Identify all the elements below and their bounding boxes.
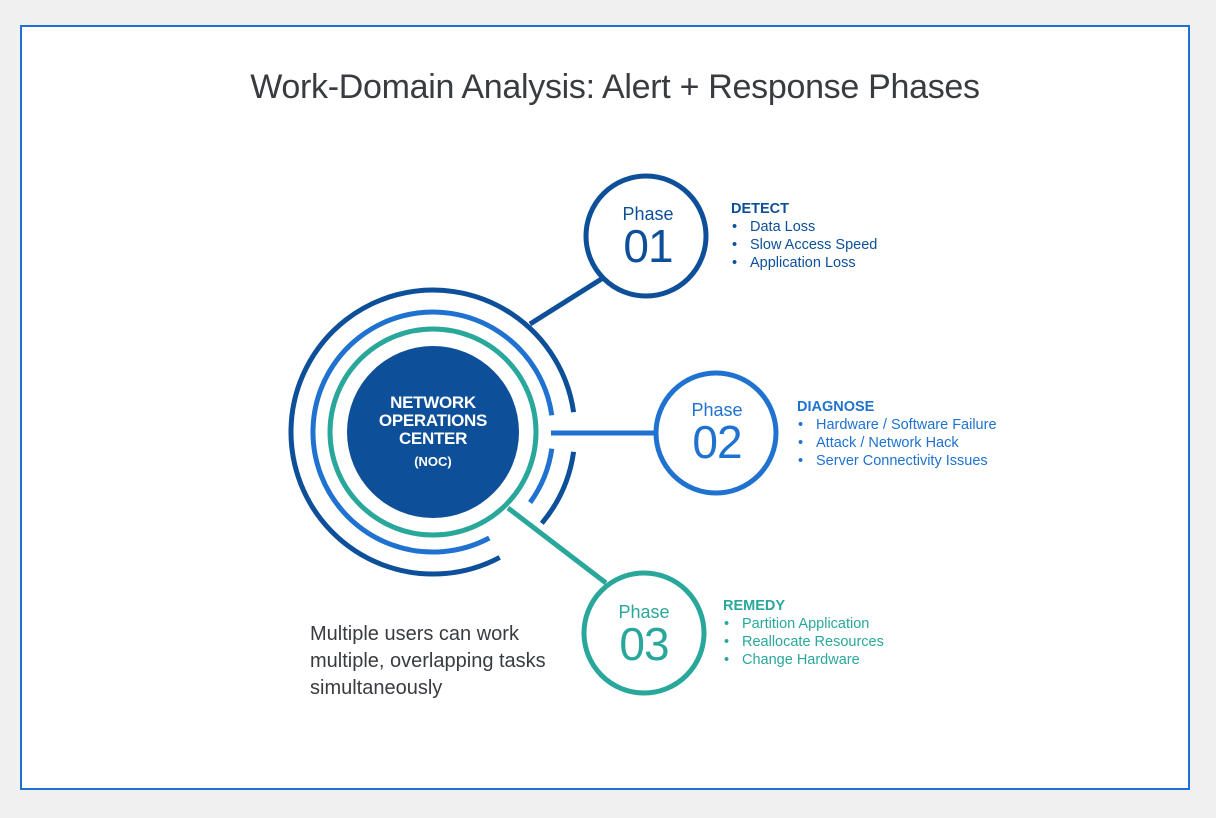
phase-01-number: 01 (623, 220, 673, 272)
phase-02-word: Phase (691, 400, 743, 420)
noc-center-disc (347, 346, 519, 518)
noc-abbreviation: (NOC) (414, 454, 452, 469)
phase-02-heading: DIAGNOSE (797, 399, 875, 415)
outer-ring-segment (539, 451, 577, 525)
phase-03-item: Change Hardware (723, 651, 884, 669)
noc-line-3: CENTER (398, 429, 468, 448)
phase-02-item: Hardware / Software Failure (797, 416, 997, 434)
phase-02-circle (653, 370, 779, 496)
middle-ring (310, 309, 555, 555)
phase-03-heading: REMEDY (723, 598, 786, 614)
phase-01-label: Phase 01 (588, 205, 708, 269)
diagram-title: Work-Domain Analysis: Alert + Response P… (250, 68, 980, 106)
connector-phase-01 (528, 275, 605, 327)
phase-03-number: 03 (619, 618, 669, 670)
phase-01-heading: DETECT (731, 201, 789, 217)
noc-line-2: OPERATIONS (378, 411, 488, 430)
phase-01-word: Phase (622, 204, 674, 224)
phase-03-item: Reallocate Resources (723, 633, 884, 651)
connector-phase-03 (506, 506, 608, 585)
noc-label: NETWORK OPERATIONS CENTER (NOC) (353, 394, 513, 469)
middle-ring-segment (528, 448, 555, 504)
phase-03-word: Phase (618, 602, 670, 622)
phase-01-item: Slow Access Speed (731, 236, 877, 254)
outer-ring (288, 287, 577, 577)
phase-01-circle (583, 173, 709, 299)
inner-ring (327, 326, 539, 538)
phase-02-item: Attack / Network Hack (797, 434, 997, 452)
phase-02-item: Server Connectivity Issues (797, 452, 997, 470)
phase-01-item: Application Loss (731, 254, 877, 272)
phase-02-label: Phase 02 (657, 401, 777, 465)
phase-03-circle (581, 570, 707, 696)
phase-03-details: REMEDY Partition Application Reallocate … (723, 597, 884, 669)
phase-03-label: Phase 03 (584, 603, 704, 667)
noc-line-1: NETWORK (390, 393, 476, 412)
phase-02-details: DIAGNOSE Hardware / Software Failure Att… (797, 398, 997, 470)
phase-02-number: 02 (692, 416, 742, 468)
phase-01-details: DETECT Data Loss Slow Access Speed Appli… (731, 200, 877, 272)
phase-03-item: Partition Application (723, 615, 884, 633)
phase-01-item: Data Loss (731, 218, 877, 236)
footnote-text: Multiple users can work multiple, overla… (310, 623, 546, 699)
